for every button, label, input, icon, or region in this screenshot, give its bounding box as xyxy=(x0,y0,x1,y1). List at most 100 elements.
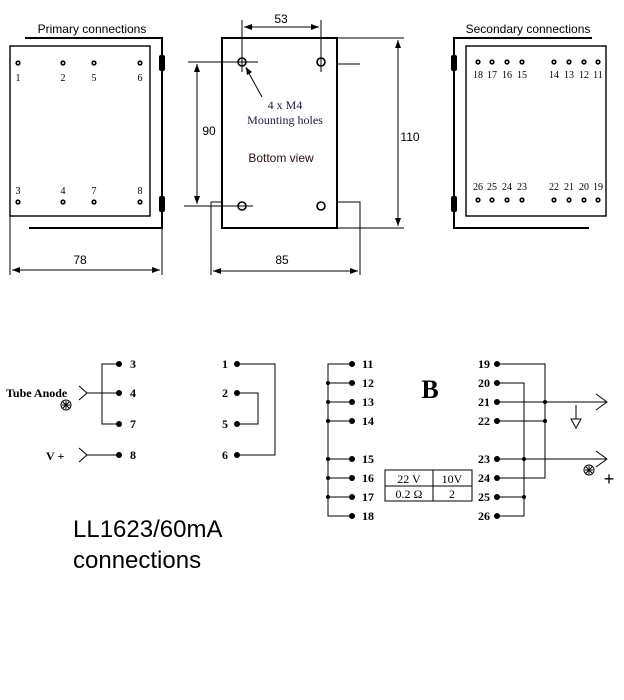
terminal-label: 22 xyxy=(478,414,490,428)
terminal-label: 21 xyxy=(478,395,490,409)
pin-hole xyxy=(137,199,143,205)
anode-bus xyxy=(101,363,118,425)
terminal-label: 1 xyxy=(222,357,228,371)
pin-label: 16 xyxy=(502,70,512,81)
spec-ratio: 2 xyxy=(449,487,455,501)
primary-width-dim: 78 xyxy=(73,253,87,267)
caption-line-2: connections xyxy=(73,547,201,574)
terminal-label: 12 xyxy=(362,376,374,390)
hole-height-dim: 90 xyxy=(202,124,216,138)
bottom-view: 53 90 110 85 4 x M4 Mounting holes Botto… xyxy=(184,12,420,275)
terminal-label: 4 xyxy=(130,386,136,400)
secondary-bracket xyxy=(453,37,592,229)
pin-hole xyxy=(475,197,481,203)
pin-hole xyxy=(595,197,601,203)
terminal-dot xyxy=(494,399,500,405)
terminal-dot xyxy=(234,452,240,458)
primary-clip-bottom xyxy=(159,196,165,212)
terminal-dot xyxy=(494,418,500,424)
holes-label-2: Mounting holes xyxy=(247,113,323,127)
pin-label: 6 xyxy=(138,73,143,84)
terminal-label: 17 xyxy=(362,490,374,504)
plus-label: + xyxy=(604,469,615,489)
primary-title: Primary connections xyxy=(38,22,147,36)
terminal-label: 6 xyxy=(222,448,228,462)
pin-hole xyxy=(489,59,495,65)
pin-label: 18 xyxy=(473,70,483,81)
pin-label: 13 xyxy=(564,70,574,81)
terminal-label: 25 xyxy=(478,490,490,504)
terminal-label: 5 xyxy=(222,417,228,431)
pin-label: 11 xyxy=(593,70,603,81)
terminal-dot xyxy=(494,513,500,519)
plus-polarity-icon xyxy=(583,464,595,476)
pin-label: 23 xyxy=(517,182,527,193)
terminal-dot xyxy=(116,361,122,367)
pin-label: 14 xyxy=(549,70,559,81)
terminal-label: 13 xyxy=(362,395,374,409)
pin-hole xyxy=(581,59,587,65)
terminal-label: 24 xyxy=(478,471,490,485)
pin-hole xyxy=(91,199,97,205)
pin-hole xyxy=(489,197,495,203)
secondary-title: Secondary connections xyxy=(466,22,591,36)
hole-spacing-arrows xyxy=(244,24,319,30)
anode-input-arrow xyxy=(78,385,88,401)
pin-label: 7 xyxy=(92,186,97,197)
terminal-label: 19 xyxy=(478,357,490,371)
pin-label: 3 xyxy=(16,186,21,197)
primary-clip-top xyxy=(159,55,165,71)
spec-voltage: 22 V xyxy=(397,472,421,486)
width-dim-ext-left xyxy=(210,201,222,275)
pin-hole xyxy=(581,197,587,203)
tube-anode-label: Tube Anode xyxy=(6,386,68,400)
spec-voltage-alt: 10V xyxy=(442,472,463,486)
terminal-dot xyxy=(234,361,240,367)
pin-hole xyxy=(519,59,525,65)
spec-table: 22 V 10V 0.2 Ω 2 xyxy=(384,469,473,502)
width-dim-ext-right xyxy=(337,201,361,275)
pin-hole xyxy=(475,59,481,65)
anode-polarity-icon xyxy=(60,399,72,411)
terminal-label: 2 xyxy=(222,386,228,400)
terminal-label: 18 xyxy=(362,509,374,523)
terminal-label: 11 xyxy=(362,357,373,371)
pin-hole xyxy=(504,197,510,203)
bottom-view-label: Bottom view xyxy=(248,151,314,165)
terminal-dot xyxy=(116,452,122,458)
ground-icon xyxy=(570,405,582,430)
pin-label: 15 xyxy=(517,70,527,81)
output-arrow-ground xyxy=(595,393,608,411)
pin-label: 4 xyxy=(61,186,66,197)
hole-spacing-dim: 53 xyxy=(274,12,288,26)
pin-hole xyxy=(15,60,21,66)
pin-label: 20 xyxy=(579,182,589,193)
left-bus xyxy=(327,363,351,517)
pin-hole xyxy=(519,197,525,203)
pin-label: 24 xyxy=(502,182,512,193)
width-dim: 85 xyxy=(275,253,289,267)
junction xyxy=(522,457,526,461)
terminal-label: 8 xyxy=(130,448,136,462)
terminal-dot xyxy=(234,390,240,396)
pin-hole xyxy=(91,60,97,66)
bus-20-26 xyxy=(498,382,525,517)
terminal-dot xyxy=(494,475,500,481)
primary-body xyxy=(9,45,151,217)
bottom-body xyxy=(221,37,338,229)
pin-hole xyxy=(60,60,66,66)
height-dim: 110 xyxy=(400,130,419,144)
terminal-label: 20 xyxy=(478,376,490,390)
junction xyxy=(522,495,526,499)
pin-label: 12 xyxy=(579,70,589,81)
pin-hole xyxy=(504,59,510,65)
pin-hole xyxy=(551,197,557,203)
pin-label: 2 xyxy=(61,73,66,84)
holes-label-1: 4 x M4 xyxy=(268,98,303,112)
terminal-dot xyxy=(494,494,500,500)
